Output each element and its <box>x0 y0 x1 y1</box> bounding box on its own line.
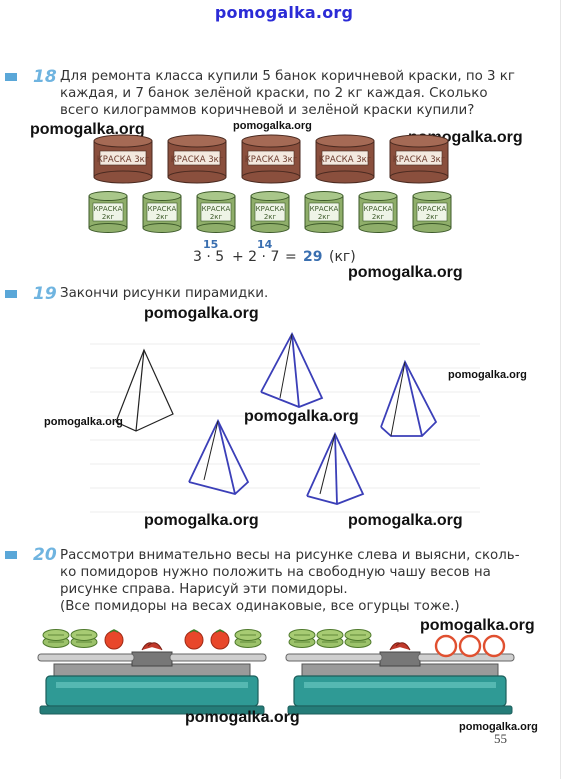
site-header[interactable]: pomogalka.org <box>214 3 354 22</box>
scales-area <box>36 626 536 718</box>
green-can-label-top: КРАСКА <box>418 205 447 213</box>
watermark: pomogalka.org <box>144 305 259 322</box>
green-can-label-top: КРАСКА <box>94 205 123 213</box>
green-can-label-top: КРАСКА <box>148 205 177 213</box>
pyramid-1 <box>115 348 174 432</box>
task-number-19: 19 <box>33 284 57 304</box>
scales-svg <box>37 629 515 715</box>
brown-can-label: КРАСКА 3кг <box>171 155 224 165</box>
page-number: 55 <box>494 731 507 746</box>
watermark: pomogalka.org <box>44 416 123 428</box>
brown-paint-can: КРАСКА 3кг <box>241 134 301 184</box>
pyramids-svg <box>90 331 480 513</box>
watermark: pomogalka.org <box>448 369 527 381</box>
watermark: pomogalka.org <box>459 721 538 733</box>
watermark: pomogalka.org <box>233 120 312 132</box>
task20-line-2: ко помидоров нужно положить на свободную… <box>60 565 491 580</box>
watermark: pomogalka.org <box>144 512 259 529</box>
brown-cans-svg: КРАСКА 3кг КРАСКА 3кг КРАСКА 3кг КРАСКА 3кг… <box>93 134 449 184</box>
watermark: pomogalka.org <box>420 617 535 634</box>
pyramid-2 <box>260 331 324 408</box>
green-can-label-bottom: 2кг <box>426 213 439 221</box>
task-marker-18 <box>5 73 17 81</box>
green-can-label-bottom: 2кг <box>264 213 277 221</box>
task20-line-4: (Все помидоры на весах одинаковые, все о… <box>60 599 460 614</box>
pyramids-area <box>60 326 520 526</box>
brown-paint-can: КРАСКА 3кг <box>389 134 449 184</box>
green-can-label-bottom: 2кг <box>318 213 331 221</box>
task-number-20: 20 <box>33 545 57 565</box>
brown-can-label: КРАСКА 3кг <box>97 155 150 165</box>
task18-line-3: всего килограммов коричневой и зелёной к… <box>60 103 475 118</box>
watermark: pomogalka.org <box>348 512 463 529</box>
brown-can-label: КРАСКА 3кг <box>393 155 446 165</box>
green-can-label-top: КРАСКА <box>310 205 339 213</box>
empty-tomato-circle <box>434 634 458 658</box>
task20-line-3: рисунке справа. Нарисуй эти помидоры. <box>60 582 348 597</box>
green-can-label-bottom: 2кг <box>156 213 169 221</box>
green-can-label-top: КРАСКА <box>256 205 285 213</box>
watermark: pomogalka.org <box>30 121 145 138</box>
eq-part-1: 3 · 5 <box>193 249 225 265</box>
watermark: pomogalka.org <box>244 408 359 425</box>
page-edge-line <box>560 0 561 779</box>
empty-tomato-circle <box>482 634 506 658</box>
green-can-label-top: КРАСКА <box>364 205 393 213</box>
eq-note-1: 15 <box>203 238 219 251</box>
dot-grid <box>90 343 480 513</box>
task20-line-1: Рассмотри внимательно весы на рисунке сл… <box>60 548 520 563</box>
pyramid-4 <box>188 418 250 495</box>
left-scale <box>37 629 267 715</box>
pyramid-3 <box>380 359 438 437</box>
watermark: pomogalka.org <box>185 709 300 726</box>
task-marker-19 <box>5 290 17 298</box>
task18-line-1: Для ремонта класса купили 5 банок коричн… <box>60 69 515 84</box>
eq-answer: 29 <box>303 249 323 265</box>
empty-tomato-circle <box>458 634 482 658</box>
task-number-18: 18 <box>33 67 57 87</box>
task-marker-20 <box>5 551 17 559</box>
brown-cans-row: КРАСКА 3кг КРАСКА 3кг КРАСКА 3кг КРАСКА 3кг… <box>90 133 450 187</box>
green-can-label-bottom: 2кг <box>372 213 385 221</box>
green-can-label-bottom: 2кг <box>210 213 223 221</box>
eq-unit: (кг) <box>329 249 356 265</box>
eq-note-2: 14 <box>257 238 273 251</box>
green-can-label-bottom: 2кг <box>102 213 115 221</box>
brown-paint-can: КРАСКА 3кг <box>167 134 227 184</box>
right-scale <box>285 629 515 715</box>
pyramid-5 <box>306 431 365 505</box>
green-can-label-top: КРАСКА <box>202 205 231 213</box>
brown-can-label: КРАСКА 3кг <box>319 155 372 165</box>
brown-paint-can: КРАСКА 3кг <box>315 134 375 184</box>
brown-paint-can: КРАСКА 3кг <box>93 134 153 184</box>
eq-part-2: + 2 · 7 <box>232 249 280 265</box>
watermark: pomogalka.org <box>348 264 463 281</box>
task18-line-2: каждая, и 7 банок зелёной краски, по 2 к… <box>60 86 488 101</box>
task19-text: Закончи рисунки пирамидки. <box>60 286 269 301</box>
eq-equals: = <box>285 249 297 265</box>
green-cans-svg: КРАСКА2кгКРАСКА2кгКРАСКА2кгКРАСКА2кгКРАС… <box>88 191 452 233</box>
brown-can-label: КРАСКА 3кг <box>245 155 298 165</box>
